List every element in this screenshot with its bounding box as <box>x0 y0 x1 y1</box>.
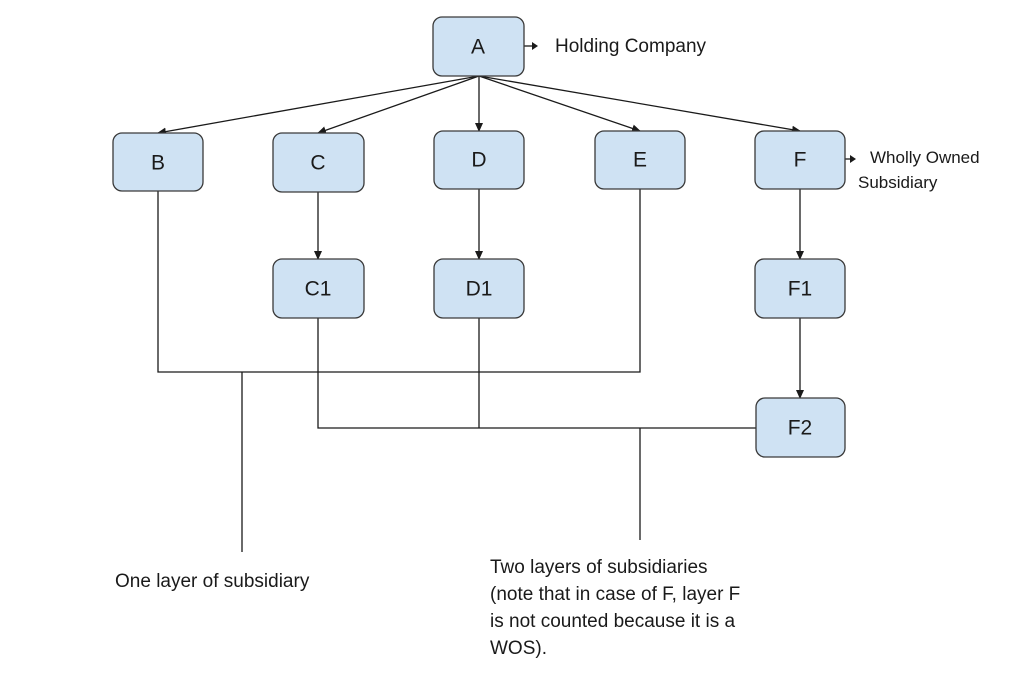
node-c1-label: C1 <box>305 278 332 301</box>
node-d: D <box>433 130 525 190</box>
edge-a-f <box>478 75 801 134</box>
two-layers-label-line1: Two layers of subsidiaries <box>490 557 708 578</box>
node-a: A <box>432 16 525 77</box>
holding-company-label: Holding Company <box>555 36 707 57</box>
bracket-one-layer <box>157 189 641 373</box>
node-c-label: C <box>310 152 325 175</box>
node-d-label: D <box>471 149 486 172</box>
two-layers-label-line4: WOS). <box>490 638 547 659</box>
two-layers-label-line3: is not counted because it is a <box>490 611 735 632</box>
node-e-label: E <box>633 149 647 172</box>
node-f2-label: F2 <box>788 417 813 440</box>
edge-a-c <box>317 75 480 135</box>
node-b-label: B <box>151 152 165 175</box>
wholly-owned-label-line2: Subsidiary <box>858 173 938 192</box>
node-f1-label: F1 <box>788 278 813 301</box>
wholly-owned-label-line1: Wholly Owned <box>870 148 980 167</box>
pointer-wholly-owned-head <box>850 155 856 163</box>
node-f: F <box>754 130 846 190</box>
node-b: B <box>112 132 204 192</box>
node-e: E <box>594 130 686 190</box>
one-layer-label: One layer of subsidiary <box>115 571 310 592</box>
pointer-holding-company-head <box>532 42 538 50</box>
node-c: C <box>272 132 365 193</box>
bracket-two-layers <box>317 318 756 429</box>
node-d1-label: D1 <box>466 278 493 301</box>
edge-a-e <box>478 75 641 133</box>
node-a-label: A <box>471 36 485 59</box>
node-c1: C1 <box>272 258 365 319</box>
node-f-label: F <box>794 149 807 172</box>
edge-a-b <box>157 75 480 136</box>
node-f1: F1 <box>754 258 846 319</box>
node-d1: D1 <box>433 258 525 319</box>
two-layers-label-line2: (note that in case of F, layer F <box>490 584 740 605</box>
node-f2: F2 <box>755 397 846 458</box>
